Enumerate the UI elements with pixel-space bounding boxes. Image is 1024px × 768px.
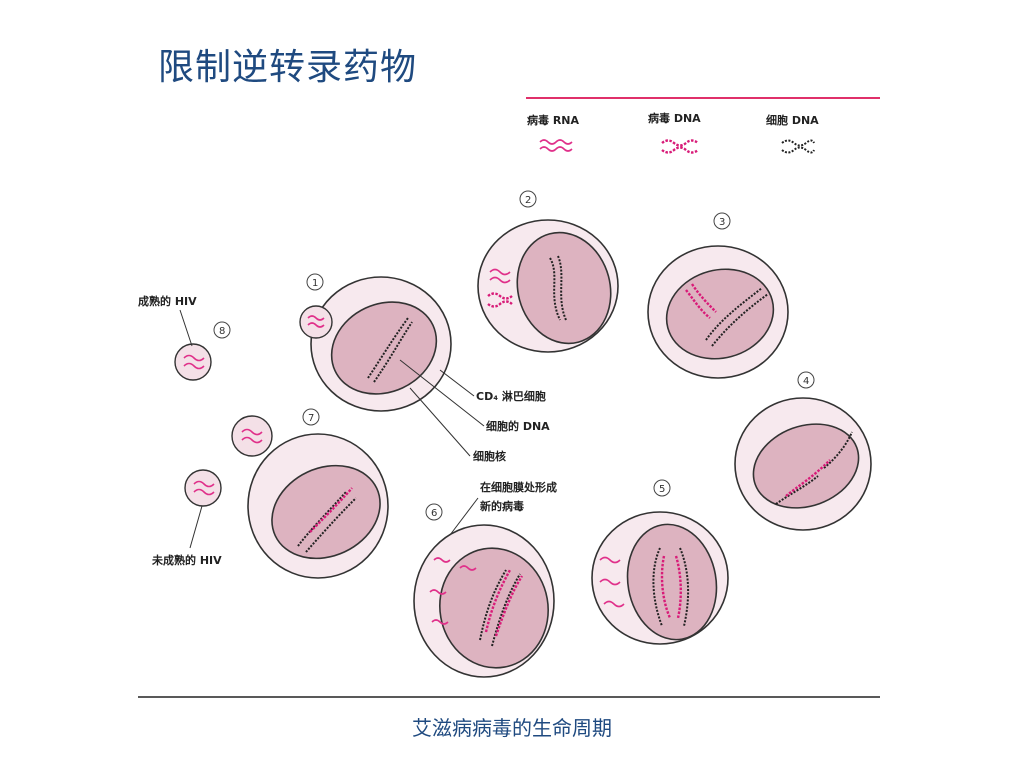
label-immature-hiv: 未成熟的 HIV bbox=[151, 553, 222, 567]
label-mature-hiv: 成熟的 HIV bbox=[138, 294, 197, 308]
stage-1-cell bbox=[299, 276, 452, 412]
legend-viral-rna-icon bbox=[539, 139, 573, 152]
step-6-number: 6 bbox=[431, 508, 437, 519]
step-8-number: 8 bbox=[219, 326, 225, 337]
label-new-virus-line1: 在细胞膜处形成 bbox=[480, 480, 557, 494]
legend-viral-dna-icon bbox=[661, 139, 699, 154]
legend-cell-dna-label: 细胞 DNA bbox=[766, 113, 819, 127]
step-5-number: 5 bbox=[659, 484, 665, 495]
stage-7-budding-hiv bbox=[231, 415, 273, 457]
immature-hiv-virion bbox=[184, 469, 222, 507]
stage-3-cell bbox=[647, 245, 789, 379]
legend-cell-dna-icon bbox=[781, 139, 815, 154]
label-cell-dna: 细胞的 DNA bbox=[486, 419, 550, 433]
label-new-virus-line2: 新的病毒 bbox=[480, 499, 524, 513]
stage-1-cell-dna bbox=[367, 317, 413, 383]
slide-title: 限制逆转录药物 bbox=[158, 47, 418, 88]
legend-viral-rna-label: 病毒 RNA bbox=[527, 113, 580, 127]
stage-2-cell bbox=[477, 219, 619, 353]
stage-7-cell bbox=[231, 415, 389, 579]
step-7-number: 7 bbox=[308, 413, 314, 424]
step-2-number: 2 bbox=[525, 195, 531, 206]
label-cd4-cell: CD₄ 淋巴细胞 bbox=[476, 389, 546, 403]
step-1-number: 1 bbox=[312, 278, 318, 289]
mature-hiv-virion bbox=[174, 343, 212, 381]
stage-1-attaching-hiv bbox=[299, 305, 333, 339]
stage-5-cell bbox=[591, 511, 729, 645]
stage-4-cell bbox=[734, 397, 872, 531]
step-4-number: 4 bbox=[803, 376, 809, 387]
stage-6-cell bbox=[413, 524, 555, 678]
label-nucleus: 细胞核 bbox=[473, 449, 506, 463]
diagram-caption: 艾滋病病毒的生命周期 bbox=[412, 716, 612, 740]
legend-viral-dna-label: 病毒 DNA bbox=[648, 111, 701, 125]
legend: 病毒 RNA 病毒 DNA 细胞 DNA bbox=[527, 111, 819, 154]
step-3-number: 3 bbox=[719, 217, 725, 228]
